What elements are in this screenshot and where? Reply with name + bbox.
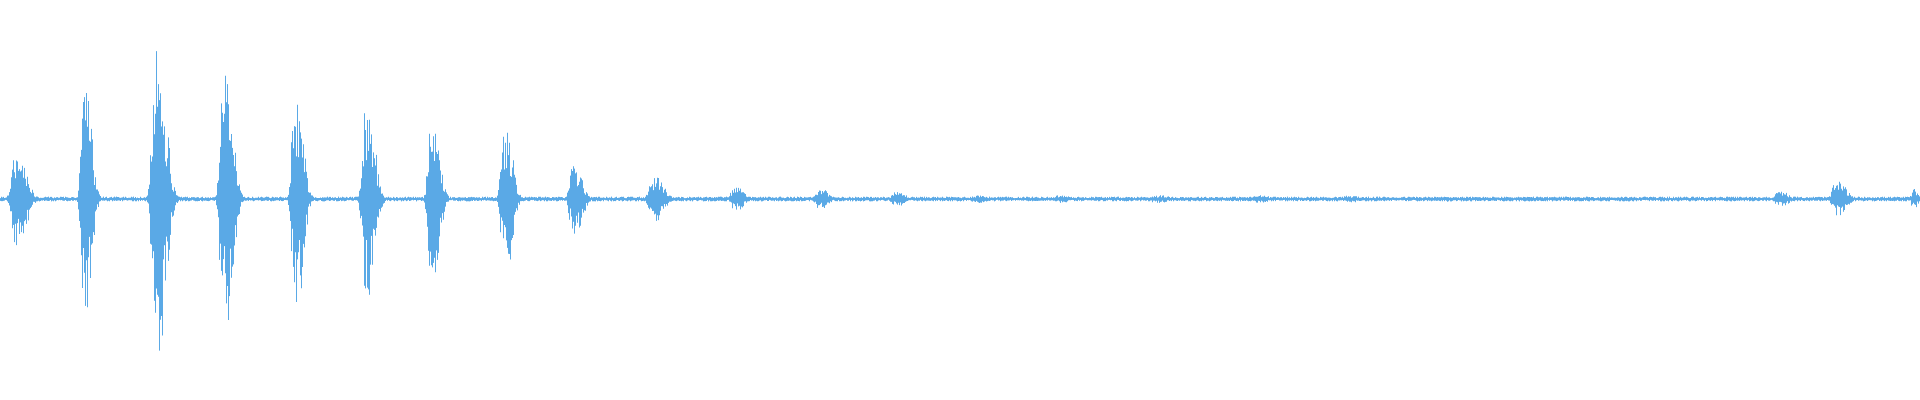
- waveform-path: [0, 51, 1920, 351]
- waveform-bars: [0, 51, 1920, 351]
